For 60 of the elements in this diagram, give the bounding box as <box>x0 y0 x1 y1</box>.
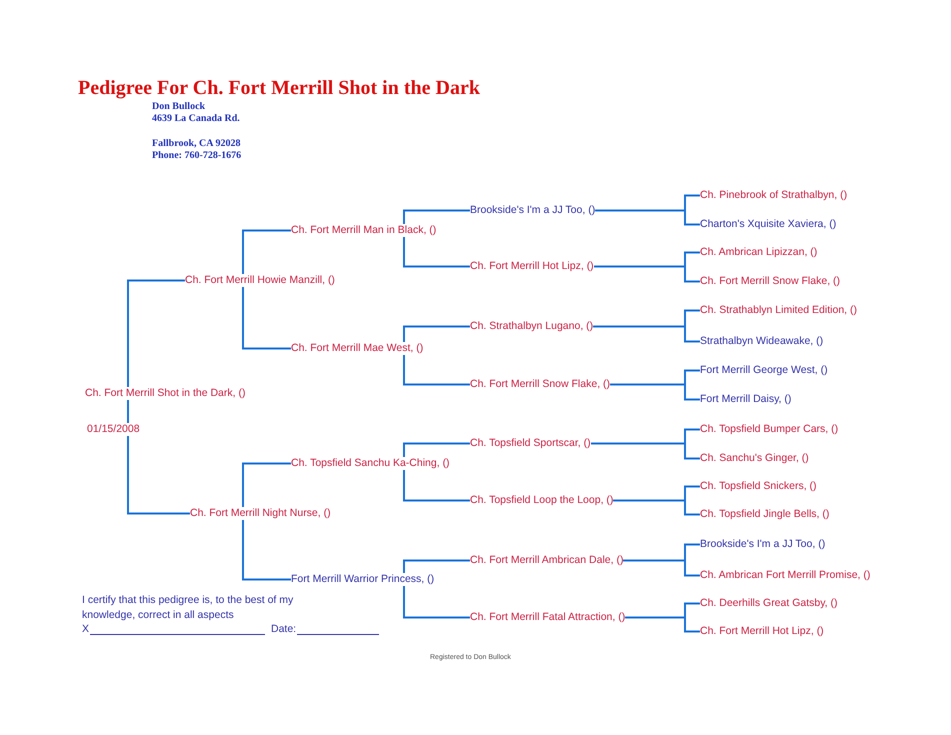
dog-name: Ch. Topsfield Sportscar, () <box>470 437 591 450</box>
dog-name: Ch. Topsfield Snickers, () <box>700 480 817 493</box>
dog-name: Ch. Fort Merrill Hot Lipz, () <box>700 625 824 638</box>
dog-name: Ch. Fort Merrill Ambrican Dale, () <box>470 554 624 567</box>
bracket-line <box>242 230 291 274</box>
dog-name: Brookside's I'm a JJ Too, () <box>700 538 826 551</box>
bracket-line <box>591 442 700 460</box>
bracket-line <box>403 442 470 457</box>
dog-name: Ch. Ambrican Fort Merrill Promise, () <box>700 569 870 582</box>
dog-name: Fort Merrill Daisy, () <box>700 393 792 406</box>
bracket-line <box>403 326 470 342</box>
bracket-line <box>127 400 190 514</box>
dog-name: Ch. Fort Merrill Howie Manzill, () <box>185 274 335 287</box>
owner-info: Phone: 760-728-1676 <box>152 150 242 162</box>
bracket-line <box>613 500 700 516</box>
dog-name: Strathalbyn Wideawake, () <box>700 335 824 348</box>
dog-name: Ch. Fort Merrill Shot in the Dark, () <box>85 387 246 400</box>
bracket-line <box>242 287 291 350</box>
bracket-line <box>127 280 185 387</box>
signature-label: X <box>82 623 90 636</box>
dog-name: Fort Merrill Warrior Princess, () <box>291 573 434 586</box>
dog-name: Ch. Fort Merrill Mae West, () <box>291 342 424 355</box>
bracket-line <box>594 266 700 282</box>
bracket-line <box>242 462 291 507</box>
bracket-line <box>610 384 700 400</box>
dog-name: Ch. Topsfield Jingle Bells, () <box>700 508 830 521</box>
dog-name: Brookside's I'm a JJ Too, () <box>470 204 596 217</box>
dog-name: Ch. Deerhills Great Gatsby, () <box>700 597 838 610</box>
owner-info: 4639 La Canada Rd. <box>152 113 240 125</box>
dog-name: Ch. Sanchu's Ginger, () <box>700 452 809 465</box>
dog-name: Ch. Pinebrook of Strathalbyn, () <box>700 189 848 202</box>
owner-info: Don Bullock <box>152 101 206 113</box>
bracket-line <box>403 355 470 386</box>
dog-name: Ch. Strathablyn Limited Edition, () <box>700 304 857 317</box>
dog-name: Fort Merrill George West, () <box>700 364 828 377</box>
bracket-line <box>403 586 470 618</box>
bracket-line <box>403 560 470 573</box>
dog-name: Ch. Topsfield Sanchu Ka-Ching, () <box>291 457 450 470</box>
bracket-line <box>242 520 291 580</box>
dog-name: Ch. Fort Merrill Man in Black, () <box>291 224 436 237</box>
date-text: 01/15/2008 <box>85 423 142 436</box>
bracket-line <box>595 210 700 226</box>
certification-text: I certify that this pedigree is, to the best of my knowledge, correct in all aspects <box>82 593 294 623</box>
title: Pedigree For Ch. Fort Merrill Shot in the Dark <box>78 77 480 100</box>
dog-name: Ch. Fort Merrill Fatal Attraction, () <box>470 611 626 624</box>
dog-name: Ch. Strathalbyn Lugano, () <box>470 320 594 333</box>
dog-name: Ch. Fort Merrill Hot Lipz, () <box>470 260 594 273</box>
dog-name: Charton's Xquisite Xaviera, () <box>700 218 836 231</box>
bracket-line <box>625 616 700 632</box>
dog-name: Ch. Topsfield Bumper Cars, () <box>700 423 838 436</box>
dog-name: Ch. Topsfield Loop the Loop, () <box>470 494 614 507</box>
bracket-line <box>403 210 470 224</box>
dog-name: Ch. Ambrican Lipizzan, () <box>700 246 818 259</box>
date-label: Date: <box>271 623 296 636</box>
bracket-line <box>403 237 470 268</box>
dog-name: Ch. Fort Merrill Snow Flake, () <box>700 275 840 288</box>
owner-info: Fallbrook, CA 92028 <box>152 138 240 150</box>
dog-name: Ch. Fort Merrill Night Nurse, () <box>190 507 331 520</box>
dog-name: Ch. Fort Merrill Snow Flake, () <box>470 378 610 391</box>
bracket-line <box>403 470 470 502</box>
